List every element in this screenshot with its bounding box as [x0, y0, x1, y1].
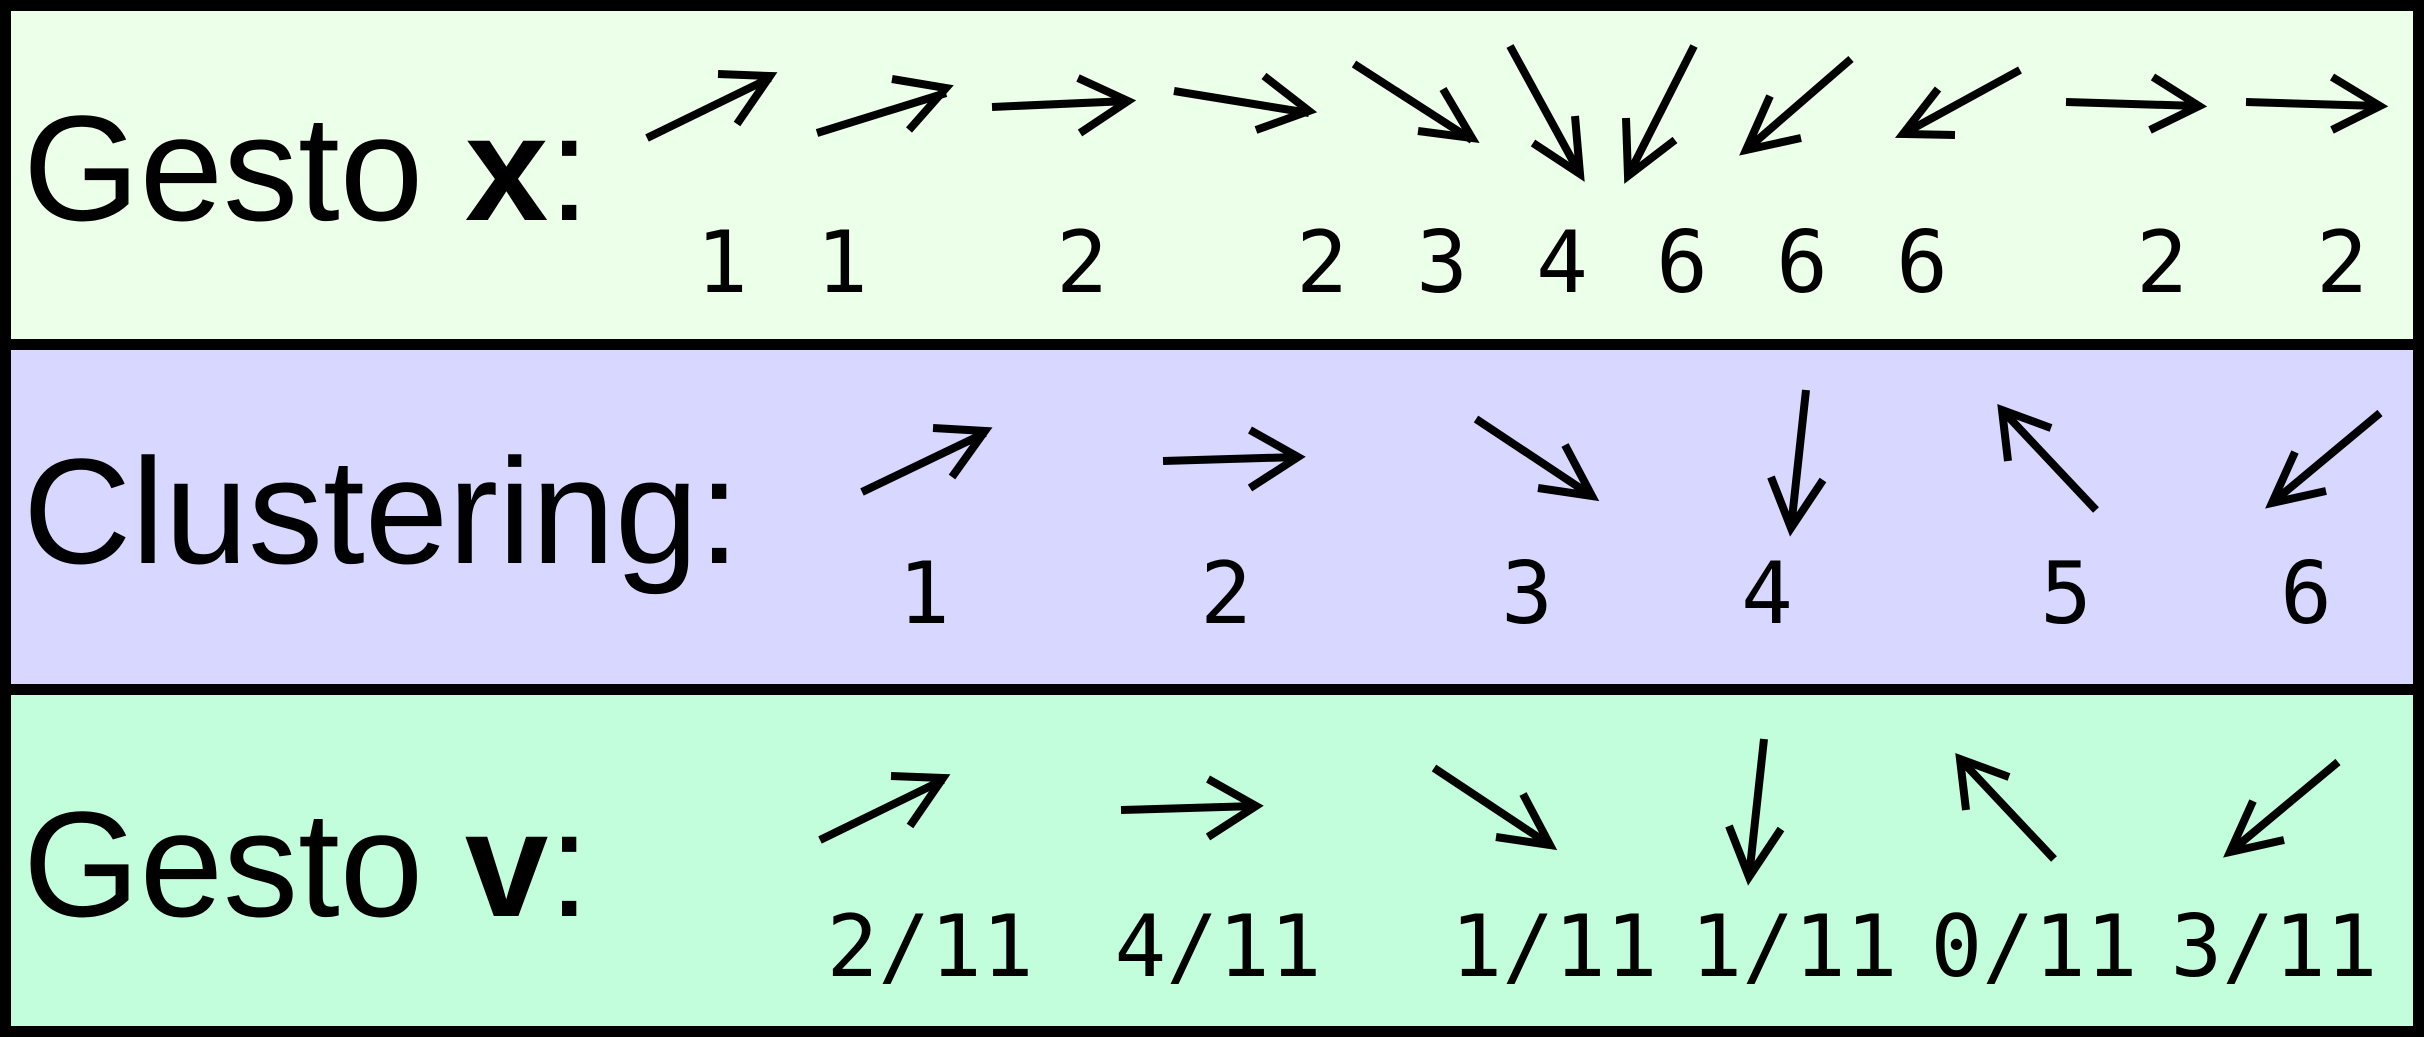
gesture-v-panel: Gesto v:: [0, 684, 2424, 1037]
cluster-number-label: 2: [1200, 544, 1252, 644]
arrow-right-icon: [2065, 98, 2200, 110]
clustering-arrows: [860, 389, 2383, 537]
clustering-panel: Clustering:: [0, 339, 2424, 695]
gesture-v-fractions: 2/11 4/11 1/11 1/11 0/11 3/11: [826, 897, 2377, 997]
arrow-down-left-icon: [1743, 55, 1854, 154]
cluster-number-label: 4: [1741, 544, 1793, 644]
fraction-label: 3/11: [2170, 897, 2377, 997]
arrowhead: [890, 772, 951, 829]
gesture-x-panel: Gesto x:: [0, 0, 2424, 350]
arrow-down-icon: [1745, 738, 1768, 878]
gesture-x-label: Gesto x:: [23, 84, 590, 252]
fraction-label: 1/11: [1690, 897, 1897, 997]
arrow-right-icon: [991, 97, 1129, 111]
gesture-x-cluster-label: 2: [2316, 213, 2368, 313]
gesture-x-cluster-label: 2: [1296, 213, 1348, 313]
arrow-down-right-icon: [1473, 415, 1595, 500]
arrow-down-icon: [1624, 44, 1698, 178]
gesture-x-cluster-label: 6: [1896, 213, 1948, 313]
arrow-down-left-icon: [1901, 66, 2022, 138]
arrow-down-icon: [1506, 44, 1584, 176]
gesture-v-arrows: [818, 738, 2341, 886]
arrowhead: [932, 424, 993, 480]
arrowhead: [2223, 799, 2285, 858]
arrowhead: [1537, 443, 1600, 502]
arrowhead: [2265, 450, 2327, 509]
gesture-x-cluster-label: 4: [1536, 213, 1588, 313]
arrowhead: [1205, 775, 1264, 841]
gesture-x-cluster-label: 2: [1056, 213, 1108, 313]
fraction-label: 4/11: [1114, 897, 1321, 997]
clustering-label: Clustering:: [23, 427, 740, 595]
fraction-label: 1/11: [1450, 897, 1657, 997]
gesture-x-cluster-label: 1: [696, 213, 748, 313]
gesture-x-cluster-label: 1: [816, 213, 868, 313]
arrowhead: [2148, 73, 2208, 134]
arrow-up-left-icon: [1999, 407, 2099, 513]
arrow-right-icon: [1173, 87, 1310, 117]
arrowhead: [1725, 824, 1785, 886]
fraction-label: 2/11: [826, 897, 1033, 997]
arrow-right-icon: [1120, 802, 1257, 814]
fraction-label: 0/11: [1930, 897, 2137, 997]
arrowhead: [1254, 72, 1318, 134]
arrow-up-right-icon: [860, 429, 987, 496]
gesture-v-label: Gesto v:: [23, 780, 590, 948]
arrow-down-left-icon: [2269, 409, 2383, 507]
arrow-down-left-icon: [2227, 758, 2341, 856]
arrow-down-right-icon: [1351, 60, 1475, 144]
arrowhead: [1247, 426, 1306, 492]
arrowhead: [1894, 86, 1956, 139]
arrowhead: [1495, 792, 1558, 851]
gesture-x-arrows: [645, 44, 2389, 184]
gesture-x-numbers: 1 1 2 2 3 4 6 6 6 2 2: [696, 213, 2368, 313]
gesture-x-cluster-label: 3: [1416, 213, 1468, 313]
arrow-up-left-icon: [1957, 756, 2057, 862]
arrowhead: [1767, 475, 1827, 537]
arrowhead: [1739, 94, 1802, 156]
clustering-numbers: 1 2 3 4 5 6: [898, 544, 2332, 644]
arrow-right-icon: [2245, 98, 2381, 110]
arrowhead: [717, 70, 778, 127]
arrow-down-right-icon: [1431, 764, 1553, 849]
gesture-x-cluster-label: 2: [2136, 213, 2188, 313]
arrowhead: [1622, 117, 1678, 184]
arrowhead: [1530, 115, 1585, 182]
arrowhead: [1955, 752, 2011, 811]
arrow-up-right-icon: [645, 74, 772, 142]
arrow-up-right-icon: [815, 89, 948, 137]
cluster-number-label: 1: [898, 544, 950, 644]
arrowhead: [891, 75, 954, 133]
arrow-down-icon: [1787, 389, 1810, 529]
cluster-number-label: 5: [2040, 544, 2092, 644]
arrow-up-right-icon: [818, 776, 945, 844]
cluster-number-label: 6: [2280, 544, 2332, 644]
arrowhead: [1417, 86, 1480, 144]
arrowhead: [1076, 74, 1137, 137]
arrowhead: [1997, 403, 2053, 462]
gesture-x-cluster-label: 6: [1656, 213, 1708, 313]
arrowhead: [2329, 73, 2389, 134]
gesture-x-cluster-label: 6: [1776, 213, 1828, 313]
cluster-number-label: 3: [1501, 544, 1553, 644]
arrow-right-icon: [1162, 453, 1299, 465]
